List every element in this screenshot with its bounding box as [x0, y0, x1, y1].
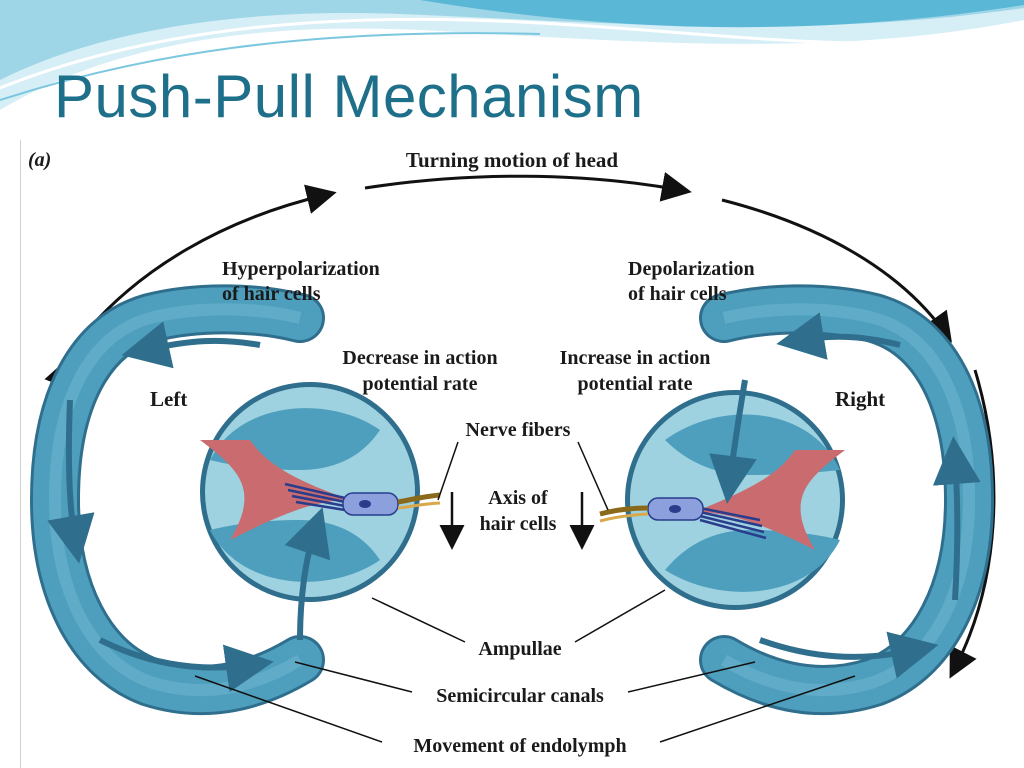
turning-label: Turning motion of head — [406, 148, 619, 172]
axis-label: Axis of — [488, 487, 548, 509]
leader-lines — [194, 441, 856, 743]
hyperpolarization-label: Hyperpolarization — [222, 258, 380, 280]
depolarization-label: Depolarization — [628, 258, 755, 280]
ampullae-label: Ampullae — [478, 638, 561, 660]
header-wave — [0, 0, 1024, 110]
panel-label: (a) — [28, 149, 51, 171]
turning-arrow-top — [364, 172, 692, 202]
left-canal — [29, 284, 441, 716]
turning-arrow-upper-left — [86, 184, 337, 331]
nerve-fibers-label: Nerve fibers — [466, 419, 571, 441]
endolymph-label: Movement of endolymph — [413, 735, 626, 757]
decrease-rate-label: Decrease in action — [342, 347, 497, 369]
left-label: Left — [150, 387, 187, 411]
decrease-rate-label-2: potential rate — [363, 373, 478, 395]
axis-label-2: hair cells — [480, 513, 557, 535]
turning-arrow-upper-right — [721, 198, 952, 343]
slide-title: Push-Pull Mechanism — [54, 63, 644, 130]
depolarization-label-2: of hair cells — [628, 283, 727, 305]
right-canal — [599, 284, 995, 716]
increase-rate-label-2: potential rate — [578, 373, 693, 395]
hyperpolarization-label-2: of hair cells — [222, 283, 321, 305]
semicircular-canals-label: Semicircular canals — [436, 685, 604, 707]
right-label: Right — [835, 387, 885, 411]
increase-rate-label: Increase in action — [560, 347, 711, 369]
figure-frame — [20, 140, 1021, 768]
